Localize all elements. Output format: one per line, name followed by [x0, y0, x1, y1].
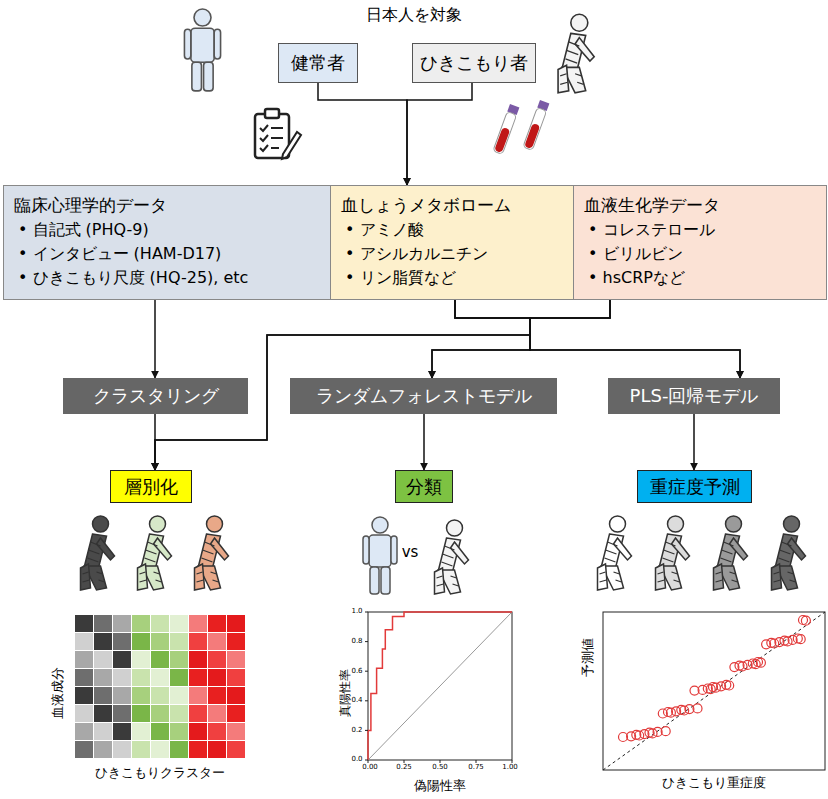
node-heading: ひきこもり者: [420, 50, 528, 76]
data-panel: 臨床心理学的データ• 自記式 (PHQ-9)• インタビュー (HAM-D17)…: [3, 185, 332, 300]
method-box: ランダムフォレストモデル: [290, 378, 557, 414]
bullet-item: • リン脂質など: [341, 266, 564, 290]
title-label: 日本人を対象: [366, 5, 462, 24]
axis-label: 予測値: [580, 638, 596, 677]
connector: [318, 83, 407, 185]
connector: [530, 300, 740, 378]
bullet-item: • アミノ酸: [341, 218, 564, 242]
connector: [423, 414, 425, 470]
connector: [693, 414, 695, 470]
data-panel: 血しょうメタボローム• アミノ酸• アシルカルニチン• リン脂質など: [330, 185, 575, 300]
bullet-item: • hsCRPなど: [584, 266, 816, 290]
connector: [432, 300, 530, 378]
tick-label: 0.0: [351, 755, 362, 763]
subject-box: ひきこもり者: [412, 43, 536, 83]
axis-label: ひきこもりクラスター: [95, 765, 225, 781]
subject-box: 健常者: [278, 43, 358, 83]
connector: [154, 414, 156, 470]
node-heading: 臨床心理学的データ: [14, 192, 321, 218]
bullet-item: • 自記式 (PHQ-9): [14, 218, 321, 242]
tick-label: 1.00: [502, 763, 518, 771]
axis-label: 偽陽性率: [414, 778, 466, 794]
connector: [455, 300, 740, 378]
node-heading: クラスタリング: [93, 383, 219, 409]
tick-label: 0.75: [468, 763, 484, 771]
axis-label: 血液成分: [50, 667, 66, 719]
tick-label: 0.6: [351, 667, 362, 675]
node-heading: 層別化: [124, 474, 178, 500]
node-heading: ランダムフォレストモデル: [316, 383, 532, 409]
node-heading: 健常者: [291, 50, 345, 76]
bullet-item: • ビリルビン: [584, 242, 816, 266]
tick-label: 0.2: [351, 726, 362, 734]
node-heading: 血液生化学データ: [584, 192, 816, 218]
result-box: 層別化: [110, 470, 192, 503]
bullet-item: • アシルカルニチン: [341, 242, 564, 266]
tick-label: 0.50: [432, 763, 448, 771]
result-box: 重症度予測: [637, 470, 752, 503]
tick-label: 0.25: [396, 763, 412, 771]
node-heading: 分類: [406, 474, 442, 500]
data-panel: 血液生化学データ• コレステロール• ビリルビン• hsCRPなど: [573, 185, 827, 300]
vs-label: vs: [402, 543, 419, 561]
tick-label: 1.0: [351, 607, 362, 615]
tick-label: 0.4: [351, 696, 362, 704]
result-box: 分類: [395, 470, 453, 503]
method-box: クラスタリング: [63, 378, 248, 414]
connector: [407, 83, 472, 185]
connector: [154, 300, 156, 378]
axis-label: ひきこもり重症度: [662, 775, 766, 791]
tick-label: 0.00: [362, 763, 378, 771]
node-heading: PLS-回帰モデル: [630, 383, 759, 409]
axis-label: 真陽性率: [338, 669, 352, 717]
node-heading: 重症度予測: [650, 474, 740, 500]
method-box: PLS-回帰モデル: [608, 378, 780, 414]
bullet-item: • ひきこもり尺度 (HQ-25), etc: [14, 266, 321, 290]
tick-label: 0.8: [351, 637, 362, 645]
bullet-item: • インタビュー (HAM-D17): [14, 242, 321, 266]
bullet-item: • コレステロール: [584, 218, 816, 242]
node-heading: 血しょうメタボローム: [341, 192, 564, 218]
connector: [432, 300, 610, 378]
